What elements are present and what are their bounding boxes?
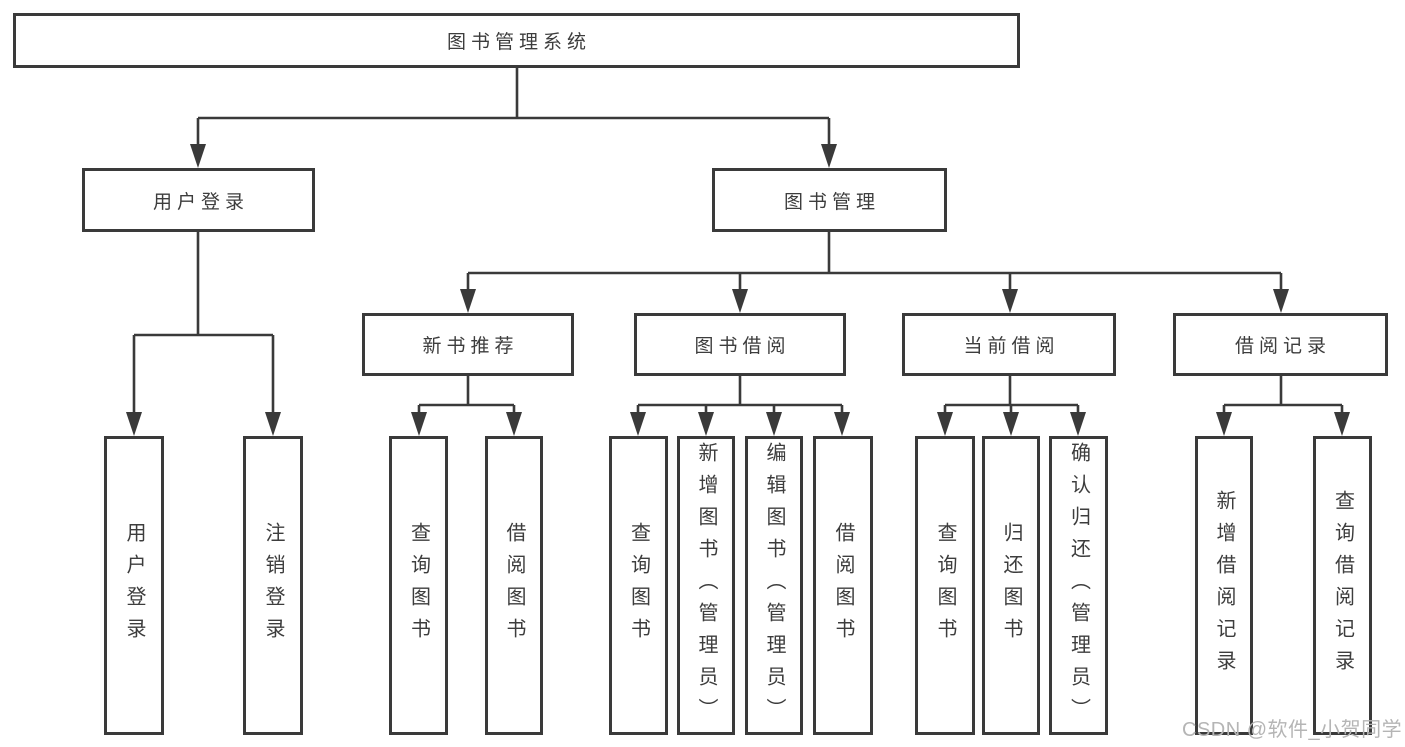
new-book-recommend-label: 新书推荐 [422, 336, 519, 357]
leaf-user-login: 用户登录 [104, 436, 164, 735]
arrowheads [126, 144, 1350, 436]
leaf-query-borrow-record: 查询借阅记录 [1313, 436, 1372, 735]
leaf-logout-label: 注销登录 [262, 521, 284, 650]
leaf-query-books-borrow: 查询图书 [609, 436, 668, 735]
leaf-borrow-books: 借阅图书 [813, 436, 873, 735]
book-management-node: 图书管理 [712, 168, 947, 232]
leaf-confirm-return-admin-label: 确认归还（管理员） [1067, 441, 1090, 730]
new-book-recommend-node: 新书推荐 [362, 313, 574, 376]
leaf-add-borrow-record-label: 新增借阅记录 [1213, 489, 1235, 682]
leaf-user-login-label: 用户登录 [123, 521, 145, 650]
leaf-query-books-current-label: 查询图书 [934, 521, 956, 650]
user-login-node-label: 用户登录 [152, 191, 249, 213]
book-management-node-label: 图书管理 [783, 191, 880, 213]
leaf-add-book-admin: 新增图书（管理员） [677, 436, 735, 735]
leaf-return-book: 归还图书 [982, 436, 1040, 735]
leaf-query-borrow-record-label: 查询借阅记录 [1331, 489, 1354, 682]
leaf-query-books-borrow-label: 查询图书 [627, 521, 650, 650]
leaf-confirm-return-admin: 确认归还（管理员） [1049, 436, 1108, 735]
leaf-add-book-admin-label: 新增图书（管理员） [695, 441, 717, 730]
leaf-query-books-current: 查询图书 [915, 436, 975, 735]
leaf-borrow-books-recommend: 借阅图书 [485, 436, 543, 735]
csdn-watermark: CSDN @软件_小贺同学 [1182, 719, 1403, 741]
borrow-records-label: 借阅记录 [1234, 336, 1331, 357]
leaf-logout: 注销登录 [243, 436, 303, 735]
book-borrow-label: 图书借阅 [694, 336, 791, 357]
leaf-borrow-books-recommend-label: 借阅图书 [503, 521, 525, 650]
leaf-edit-book-admin: 编辑图书（管理员） [745, 436, 803, 735]
user-login-node: 用户登录 [82, 168, 315, 232]
root-node-label: 图书管理系统 [446, 32, 591, 53]
leaf-query-books-recommend: 查询图书 [389, 436, 448, 735]
leaf-borrow-books-label: 借阅图书 [832, 521, 854, 650]
borrow-records-node: 借阅记录 [1173, 313, 1388, 376]
book-borrow-node: 图书借阅 [634, 313, 846, 376]
leaf-query-books-recommend-label: 查询图书 [407, 521, 430, 650]
leaf-return-book-label: 归还图书 [1000, 521, 1022, 650]
root-node: 图书管理系统 [13, 13, 1020, 68]
current-borrow-node: 当前借阅 [902, 313, 1116, 376]
leaf-add-borrow-record: 新增借阅记录 [1195, 436, 1253, 735]
current-borrow-label: 当前借阅 [963, 336, 1060, 357]
leaf-edit-book-admin-label: 编辑图书（管理员） [763, 441, 785, 730]
